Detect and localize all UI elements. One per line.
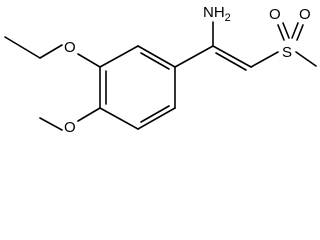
ring-bond — [137, 107, 176, 130]
ring-double-bond — [140, 105, 170, 123]
ring-to-methoxy-oxygen-bond — [77, 107, 101, 122]
ring-bond — [99, 45, 139, 68]
amine-label: NH2 — [203, 4, 231, 24]
sulfur-to-methyl-bond — [295, 51, 317, 67]
vinyl-double-bond-inner — [215, 52, 247, 71]
ethoxy-ch2-to-ch3-bond — [4, 36, 41, 59]
ring-to-ethoxy-oxygen-bond — [77, 53, 101, 68]
vinyl-to-sulfur-bond — [250, 51, 279, 68]
sulfur-label: S — [282, 44, 292, 61]
vinyl-double-bond — [212, 45, 252, 68]
side-chain — [174, 21, 317, 71]
sulfonyl-oxygen-1-label: O — [269, 6, 281, 23]
benzene-ring — [99, 45, 176, 130]
sulfonyl-oxygen-2-label: O — [299, 6, 311, 23]
ethoxy-oxygen-label: O — [64, 39, 76, 56]
sulfonyl-double-bond-1b — [282, 22, 290, 39]
amine-subscript: 2 — [225, 12, 231, 24]
ring-double-bond — [140, 52, 170, 70]
ring-to-vinyl-bond — [174, 45, 214, 68]
ethoxy-group — [4, 36, 101, 68]
ring-bond — [99, 107, 139, 130]
sulfonyl-double-bond-2 — [291, 22, 299, 39]
methoxy-oxygen-to-ch3-bond — [39, 117, 63, 131]
ethoxy-oxygen-to-ch2-bond — [39, 44, 63, 59]
ring-bond — [137, 45, 176, 68]
sulfonyl-double-bond-2b — [296, 24, 304, 41]
chemical-structure-diagram: NH2 S O O O O — [4, 4, 317, 136]
methoxy-oxygen-label: O — [64, 119, 76, 136]
methoxy-group — [39, 107, 101, 131]
sulfonyl-double-bond-1 — [277, 24, 285, 41]
